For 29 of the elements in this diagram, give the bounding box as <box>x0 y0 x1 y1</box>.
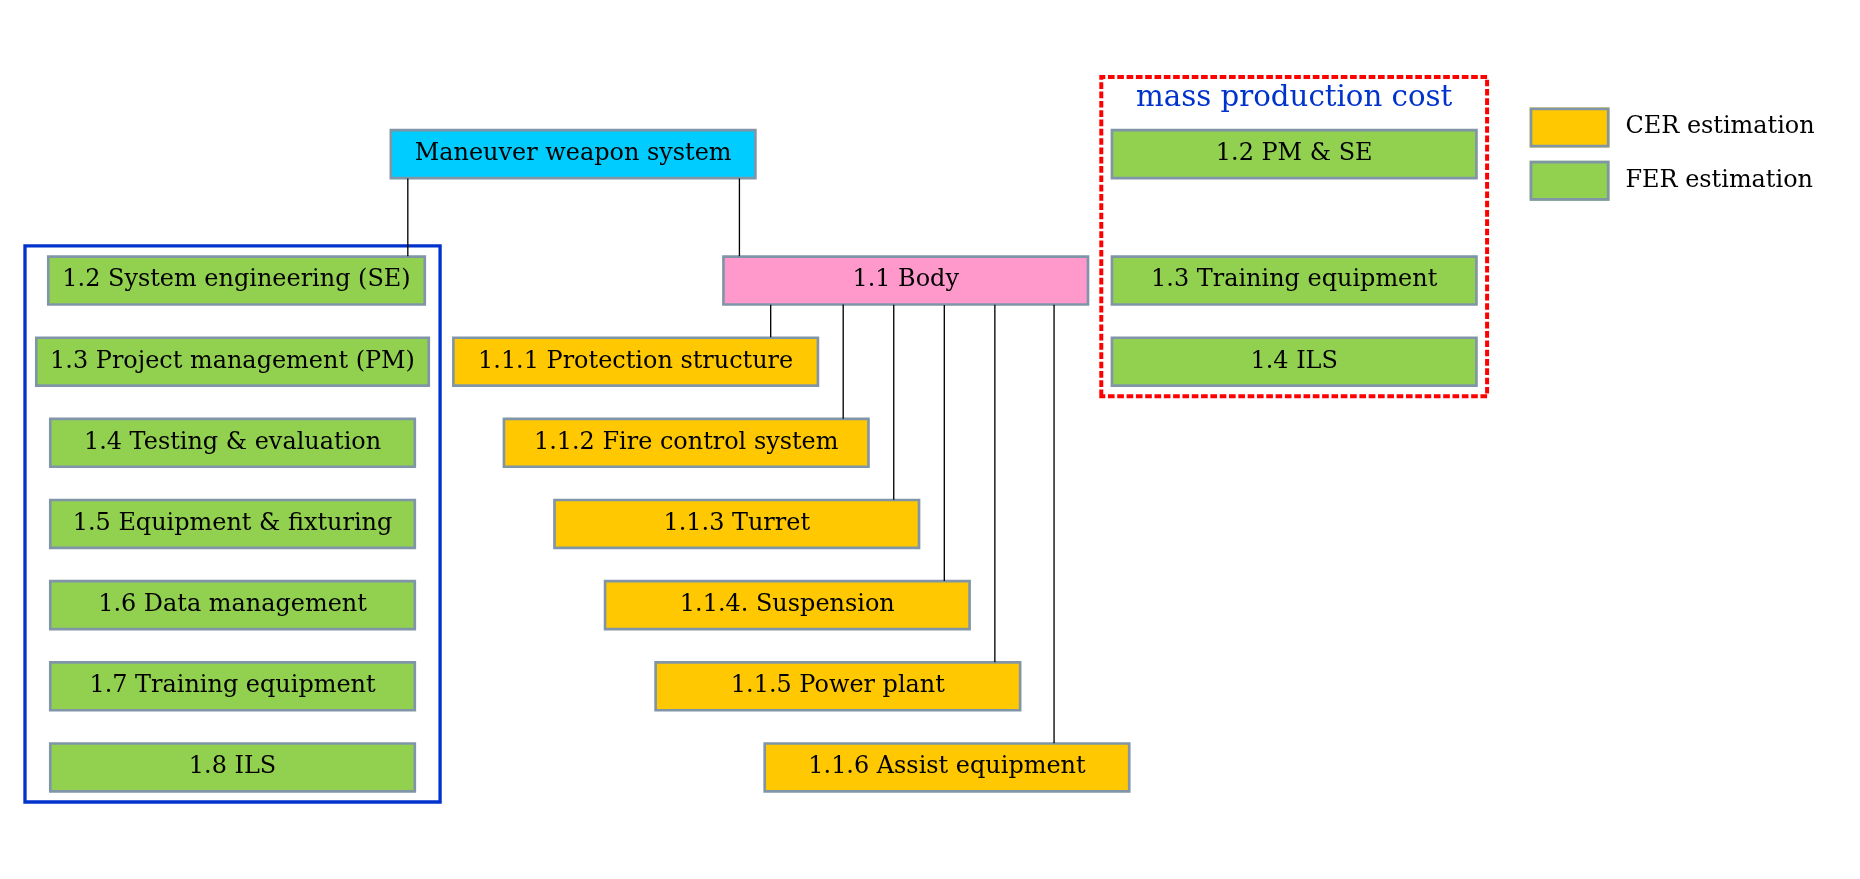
connector <box>738 177 741 257</box>
cluster <box>23 244 442 804</box>
node-box: 1.1.6 Assist equipment <box>763 742 1131 793</box>
connector <box>943 304 945 582</box>
node-box: 1.1.5 Power plant <box>654 661 1022 712</box>
connector <box>1053 304 1055 744</box>
node-box: 1.7 Training equipment <box>48 661 417 712</box>
node-box: 1.1.2 Fire control system <box>502 417 870 469</box>
connector <box>994 304 996 663</box>
connector <box>770 304 772 338</box>
node-box: 1.8 ILS <box>48 742 417 793</box>
node-box: 1.1.4. Suspension <box>603 579 971 631</box>
node-box: Maneuver weapon system <box>389 128 757 180</box>
node-box: 1.2 PM & SE <box>1110 128 1478 180</box>
node-box: 1.3 Training equipment <box>1110 255 1478 306</box>
connector <box>407 177 409 257</box>
node-box: 1.1 Body <box>722 255 1090 306</box>
node-box: 1.3 Project management (PM) <box>34 336 431 387</box>
node-box: 1.5 Equipment & fixturing <box>48 498 417 550</box>
node-box: 1.1.1 Protection structure <box>452 336 820 387</box>
connector <box>842 303 844 420</box>
node-box: 1.6 Data management <box>48 579 417 631</box>
legend-label: FER estimation <box>1625 164 1813 193</box>
node-box: 1.1.3 Turret <box>553 498 921 550</box>
connector <box>893 304 895 501</box>
node-box: 1.4 Testing & evaluation <box>48 417 417 469</box>
node-box: 1.4 ILS <box>1110 336 1478 387</box>
legend-label: CER estimation <box>1625 111 1815 140</box>
node-box: 1.2 System engineering (SE) <box>46 255 427 306</box>
